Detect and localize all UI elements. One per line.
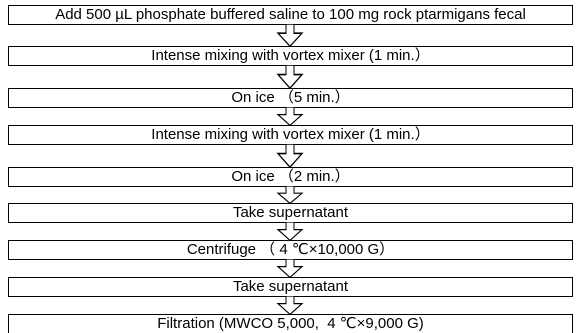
flow-step-8: Take supernatant [8, 277, 573, 297]
down-arrow-icon [276, 222, 304, 241]
down-arrow-shape [276, 24, 304, 47]
down-arrow-shape [276, 65, 304, 89]
down-arrow-icon [276, 186, 304, 204]
down-arrow-shape [276, 107, 304, 126]
down-arrow-shape [276, 222, 304, 241]
flow-step-9: Filtration (MWCO 5,000, 4 ℃×9,000 G) [8, 314, 573, 333]
down-arrow-icon [276, 259, 304, 278]
down-arrow-shape [276, 296, 304, 315]
flow-step-1: Add 500 µL phosphate buffered saline to … [8, 5, 573, 25]
flow-step-6: Take supernatant [8, 203, 573, 223]
flow-step-4: Intense mixing with vortex mixer (1 min.… [8, 125, 573, 145]
down-arrow-icon [276, 107, 304, 126]
down-arrow-icon [276, 296, 304, 315]
down-arrow-shape [276, 259, 304, 278]
down-arrow-shape [276, 186, 304, 204]
flow-step-2: Intense mixing with vortex mixer (1 min.… [8, 46, 573, 66]
flow-step-7: Centrifuge （ 4 ℃×10,000 G） [8, 240, 573, 260]
down-arrow-icon [276, 65, 304, 89]
down-arrow-icon [276, 144, 304, 168]
down-arrow-icon [276, 24, 304, 47]
flow-step-5: On ice （2 min.） [8, 167, 573, 187]
down-arrow-shape [276, 144, 304, 168]
flow-step-3: On ice （5 min.） [8, 88, 573, 108]
